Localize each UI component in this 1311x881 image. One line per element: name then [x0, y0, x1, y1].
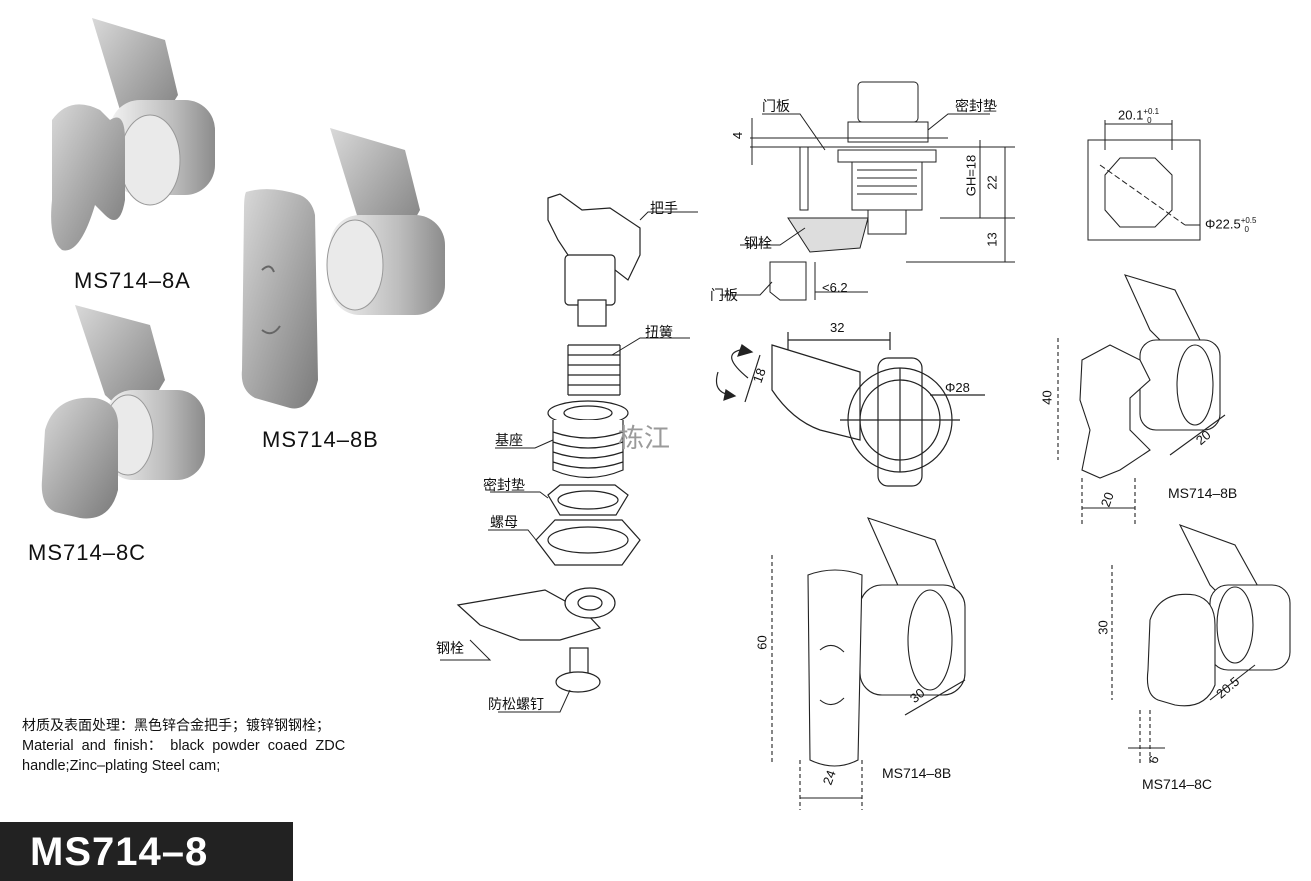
dim-6-2: <6.2 — [822, 280, 848, 295]
cutout-diameter: Φ22.5+0.50 — [1205, 216, 1257, 234]
label-nut: 螺母 — [490, 515, 518, 531]
section-label-door-bottom: 门板 — [710, 288, 738, 304]
cutout-width: 20.1+0.10 — [1118, 107, 1160, 125]
label-spring: 扭簧 — [645, 325, 673, 341]
dim-8b-label: MS714–8B — [882, 765, 952, 781]
dim-drawing-8b — [771, 517, 966, 810]
dim-8c-h: 30 — [1095, 620, 1111, 635]
label-base: 基座 — [495, 433, 523, 449]
dim-8c-label: MS714–8C — [1142, 776, 1213, 792]
dim-drawing-8c — [1111, 524, 1291, 765]
dim-4: 4 — [730, 131, 746, 140]
label-gasket: 密封垫 — [483, 478, 525, 494]
label-handle: 把手 — [650, 201, 678, 217]
label-cam: 钢栓 — [436, 641, 464, 657]
product-8c-image — [41, 305, 205, 519]
model-banner: MS714–8 — [0, 822, 293, 881]
dim-8b-h: 60 — [754, 635, 770, 650]
product-8a-image — [51, 18, 215, 251]
section-leaders — [720, 113, 990, 296]
exploded-view — [456, 193, 641, 693]
section-label-door-top: 门板 — [762, 99, 790, 115]
model-banner-text: MS714–8 — [30, 830, 209, 874]
label-screw: 防松螺钉 — [488, 697, 544, 713]
watermark: 栋江 — [618, 424, 671, 454]
product-label-8c: MS714–8C — [28, 540, 147, 565]
section-label-gasket: 密封垫 — [955, 99, 997, 115]
top-dim-32: 32 — [830, 320, 845, 335]
product-8b-image — [241, 128, 445, 409]
product-label-8b: MS714–8B — [262, 427, 379, 452]
dim-13: 13 — [984, 232, 1000, 247]
dim-8a-h: 40 — [1039, 390, 1055, 405]
cutout-view — [1087, 120, 1201, 241]
exploded-leaders — [440, 211, 698, 713]
dim-drawing-8a — [1057, 274, 1226, 525]
top-dim-phi28: Φ28 — [945, 380, 970, 395]
material-text: 材质及表面处理：黑色锌合金把手；镀锌钢钢栓； Material and fini… — [22, 716, 462, 776]
material-line-en-1: Material and finish： black powder coaed … — [22, 738, 346, 754]
material-line-en-2: handle;Zinc–plating Steel cam; — [22, 758, 221, 774]
dim-8a-label: MS714–8B — [1168, 485, 1238, 501]
product-label-8a: MS714–8A — [74, 268, 191, 293]
section-view — [750, 81, 1015, 301]
section-label-cam: 钢栓 — [744, 236, 772, 252]
material-line-cn: 材质及表面处理：黑色锌合金把手；镀锌钢钢栓； — [22, 718, 330, 734]
dim-22: 22 — [984, 175, 1000, 190]
top-view — [715, 332, 985, 487]
dim-gh: GH=18 — [963, 154, 979, 197]
